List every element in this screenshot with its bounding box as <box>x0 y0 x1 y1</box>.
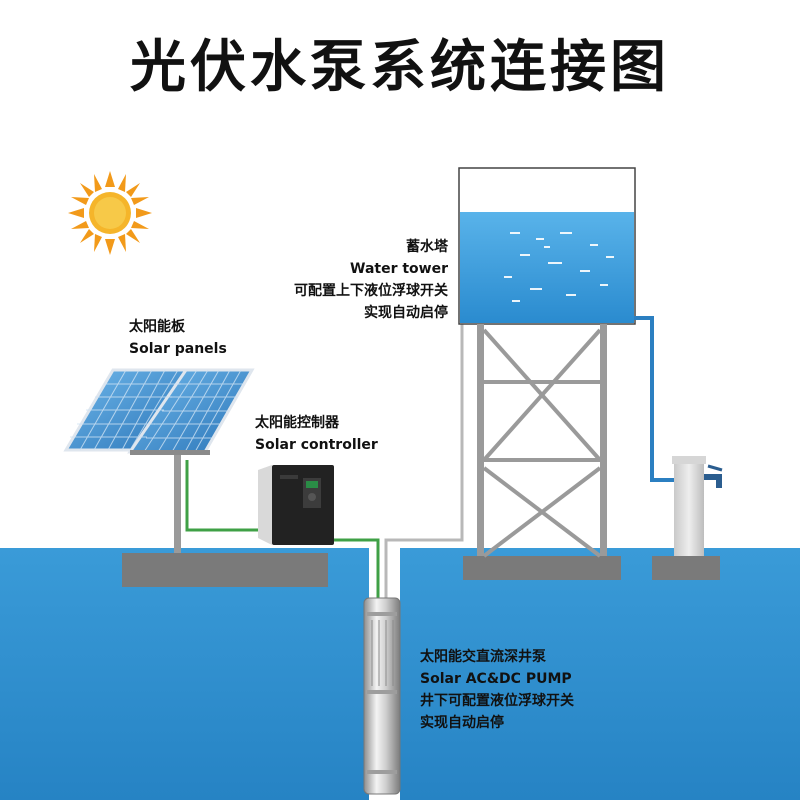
label-water-tower-line4: 实现自动启停 <box>364 305 448 321</box>
label-water-tower-en: Water tower <box>350 261 448 277</box>
tower-pad <box>463 556 621 580</box>
panel-post <box>174 455 181 553</box>
label-water-tower: 蓄水塔 Water tower 可配置上下液位浮球开关 实现自动启停 <box>294 236 448 324</box>
solar-controller-unit <box>258 465 334 545</box>
label-pump-line4: 实现自动启停 <box>420 715 504 731</box>
sun-icon <box>68 171 152 255</box>
faucet-post <box>672 456 706 556</box>
faucet-icon <box>704 464 723 488</box>
panel-pad <box>122 553 328 587</box>
faucet-pad <box>652 556 720 580</box>
label-pump-line3: 井下可配置液位浮球开关 <box>420 693 574 709</box>
wire-panel-to-controller <box>185 460 286 532</box>
label-solar-controller-en: Solar controller <box>255 437 378 453</box>
label-solar-panels-en: Solar panels <box>129 341 227 357</box>
label-water-tower-line3: 可配置上下液位浮球开关 <box>294 283 448 299</box>
label-solar-panels: 太阳能板 Solar panels <box>129 316 227 360</box>
label-pump: 太阳能交直流深井泵 Solar AC&DC PUMP 井下可配置液位浮球开关 实… <box>420 646 574 734</box>
ground-right <box>400 548 800 800</box>
label-pump-cn: 太阳能交直流深井泵 <box>420 649 546 665</box>
label-solar-controller: 太阳能控制器 Solar controller <box>255 412 378 456</box>
tank-water <box>460 212 634 323</box>
water-tower <box>458 167 636 558</box>
solar-panel-array <box>63 368 255 553</box>
label-water-tower-cn: 蓄水塔 <box>406 239 448 255</box>
solar-pump <box>363 597 401 795</box>
panel-mount-bar <box>130 450 210 455</box>
label-solar-panels-cn: 太阳能板 <box>129 319 185 335</box>
label-solar-controller-cn: 太阳能控制器 <box>255 415 339 431</box>
label-pump-en: Solar AC&DC PUMP <box>420 671 572 687</box>
page-title: 光伏水泵系统连接图 <box>130 35 670 100</box>
ground-left <box>0 548 369 800</box>
pipe-tower-to-faucet <box>634 316 674 482</box>
